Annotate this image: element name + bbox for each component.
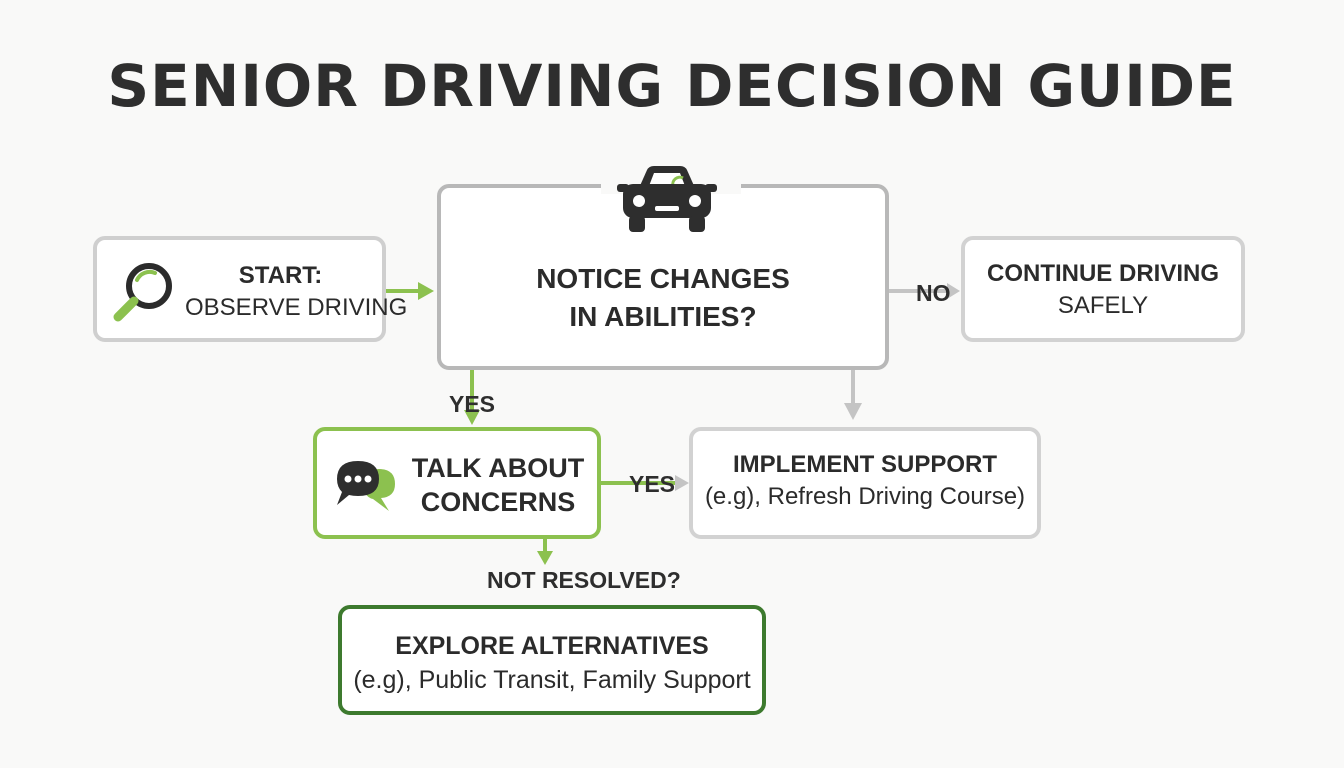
decision-label-line2: IN ABILITIES? xyxy=(569,301,757,332)
chat-bubbles-icon xyxy=(333,457,399,522)
edge-label-yes-down: YES xyxy=(449,391,496,417)
notice-changes-decision-node: NOTICE CHANGES IN ABILITIES? xyxy=(437,166,889,370)
edge-label-no: NO xyxy=(916,280,951,306)
explore-label: EXPLORE ALTERNATIVES xyxy=(395,632,709,660)
arrow-talk-to-support xyxy=(601,475,689,491)
continue-driving-node: CONTINUE DRIVING SAFELY xyxy=(961,236,1245,342)
magnifier-icon xyxy=(111,260,177,331)
start-observe-driving-node: START: OBSERVE DRIVING xyxy=(93,236,408,342)
continue-sublabel: SAFELY xyxy=(1057,292,1149,319)
explore-alternatives-node: EXPLORE ALTERNATIVES (e.g), Public Trans… xyxy=(338,605,766,715)
edge-label-not-resolved: NOT RESOLVED? xyxy=(487,567,681,593)
start-label: START: xyxy=(238,262,323,289)
arrow-start-to-decision xyxy=(386,282,434,300)
implement-support-node: IMPLEMENT SUPPORT (e.g), Refresh Driving… xyxy=(689,427,1041,539)
support-sublabel: (e.g), Refresh Driving Course) xyxy=(704,483,1026,510)
car-icon xyxy=(617,164,717,241)
support-label: IMPLEMENT SUPPORT xyxy=(732,451,997,478)
talk-label-line1: TALK ABOUT xyxy=(411,453,585,483)
edge-label-yes-right: YES xyxy=(629,471,676,497)
arrow-decision-to-support xyxy=(844,370,862,420)
page-title: SENIOR DRIVING DECISION GUIDE xyxy=(107,52,1237,120)
explore-sublabel: (e.g), Public Transit, Family Support xyxy=(353,666,751,694)
arrow-decision-to-continue xyxy=(889,283,960,299)
talk-about-concerns-node: TALK ABOUT CONCERNS xyxy=(313,427,601,539)
arrow-talk-to-explore xyxy=(537,539,553,565)
decision-label-line1: NOTICE CHANGES xyxy=(536,263,790,294)
arrow-decision-to-talk xyxy=(464,370,480,425)
start-sublabel: OBSERVE DRIVING xyxy=(185,294,408,321)
talk-label-line2: CONCERNS xyxy=(420,487,576,517)
continue-label: CONTINUE DRIVING xyxy=(986,260,1219,287)
